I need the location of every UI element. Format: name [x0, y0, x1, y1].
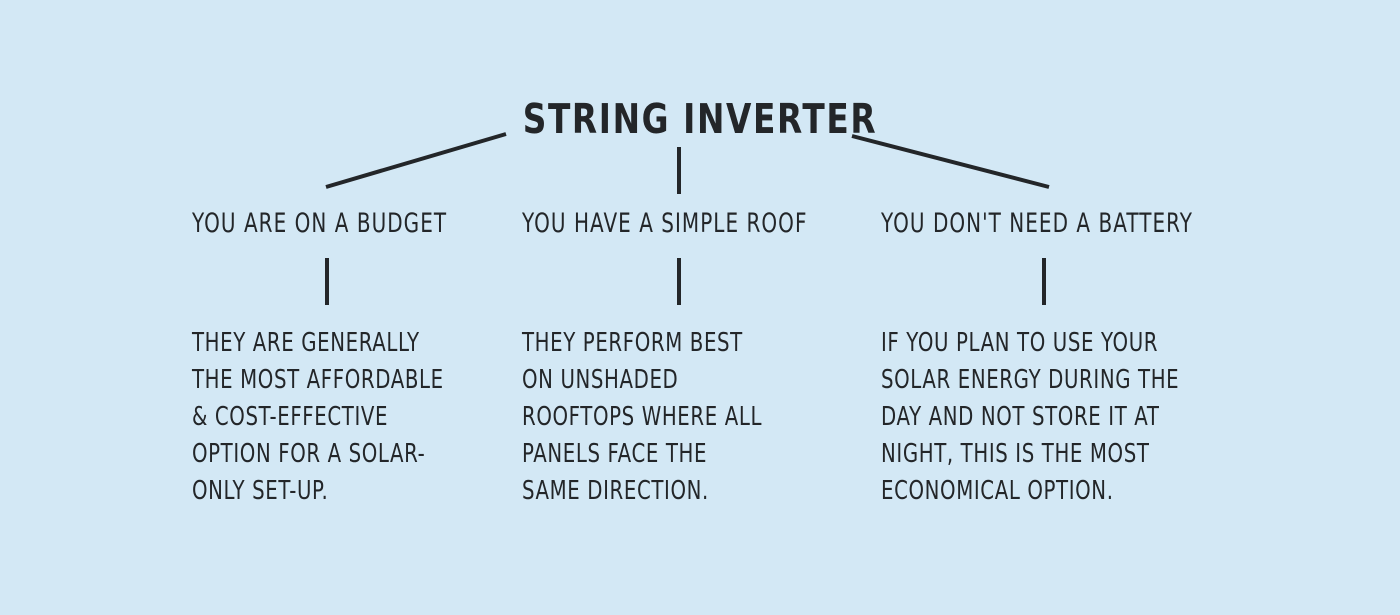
branch-body-2: THEY PERFORM BEST ON UNSHADED ROOFTOPS W…: [522, 328, 763, 506]
branch-label-1: YOU ARE ON A BUDGET: [192, 208, 448, 239]
diagram-title: STRING INVERTER: [522, 95, 878, 143]
branch-label-3: YOU DON'T NEED A BATTERY: [881, 208, 1194, 239]
branch-body-1: THEY ARE GENERALLY THE MOST AFFORDABLE &…: [192, 328, 444, 506]
branch-label-2: YOU HAVE A SIMPLE ROOF: [522, 208, 808, 239]
connector-title-to-branch-3: [851, 134, 1050, 189]
branch-body-3: IF YOU PLAN TO USE YOUR SOLAR ENERGY DUR…: [881, 328, 1180, 506]
